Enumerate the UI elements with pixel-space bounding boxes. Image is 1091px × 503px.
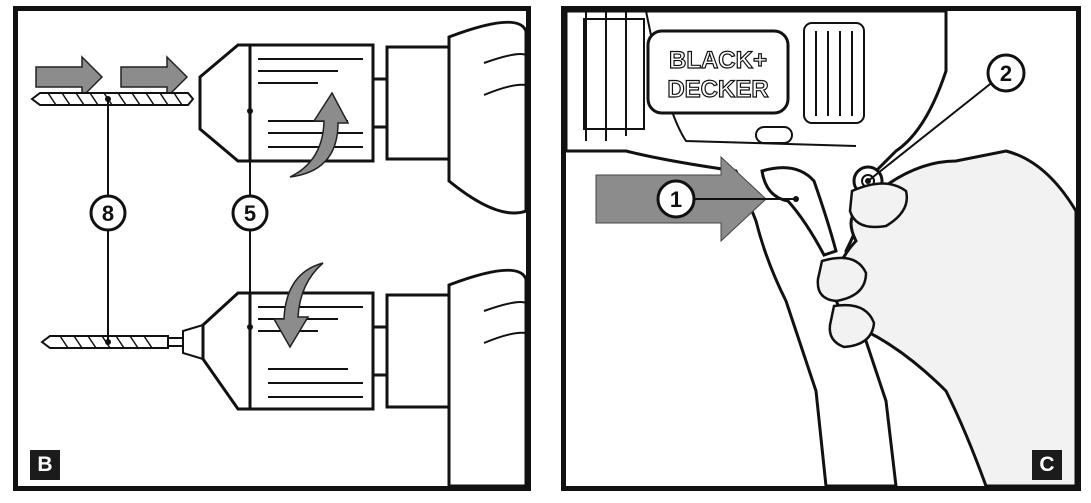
direction-slider [755,126,793,144]
callout-5: 5 [231,194,269,232]
chuck-open [198,20,526,215]
svg-text:1: 1 [670,187,682,212]
callout-1: 1 [656,179,696,219]
brand-logo: BLACK+ DECKER [646,29,790,115]
panel-c-illustration: BLACK+ DECKER 1 2 [566,11,1076,486]
insert-direction-arrow-2 [120,55,189,99]
chuck-closed [201,268,526,486]
svg-text:2: 2 [1000,61,1012,86]
panel-label-c: C [1032,450,1062,480]
svg-text:5: 5 [244,201,256,226]
callout-2: 2 [986,53,1026,93]
panel-c: BLACK+ DECKER 1 2 C [561,6,1081,491]
callout-2-leader [867,72,1005,182]
tighten-rotation-arrow [289,91,350,178]
svg-text:8: 8 [102,201,114,226]
svg-text:BLACK+: BLACK+ [669,47,767,74]
trigger [760,166,838,257]
callout-8: 8 [89,194,127,232]
svg-text:DECKER: DECKER [667,76,768,103]
drill-bit-inserted [40,323,204,361]
panel-label-b: B [30,450,60,480]
panel-b: 8 5 B [13,6,531,491]
hand [832,149,1076,486]
insert-direction-arrow-1 [35,55,104,99]
panel-b-illustration: 8 5 [30,20,526,486]
loosen-rotation-arrow [272,262,324,349]
drill-bit-loose [30,92,195,106]
